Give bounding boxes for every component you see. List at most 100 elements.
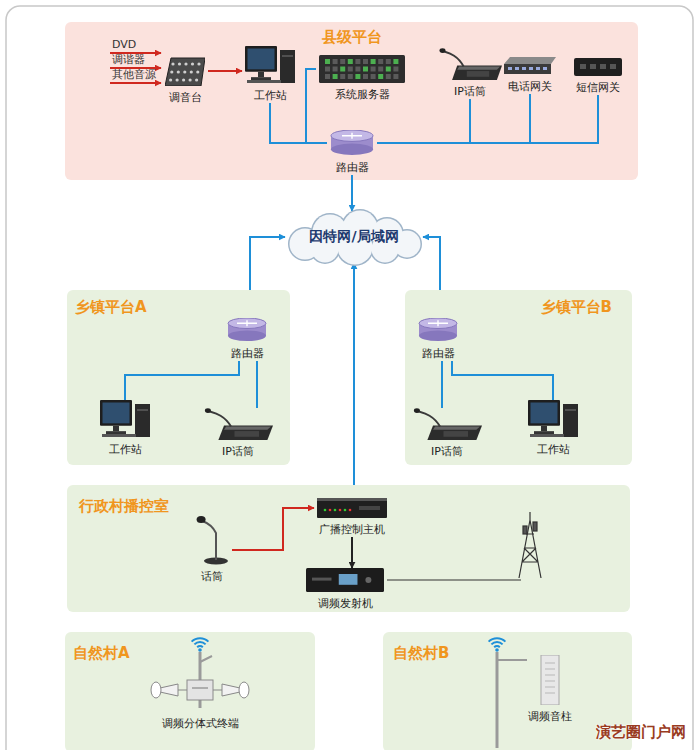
connector xyxy=(377,95,598,143)
mic-icon xyxy=(438,48,502,80)
gateway-icon xyxy=(504,55,556,75)
mic-icon xyxy=(203,408,273,440)
panel-title: 县级平台 xyxy=(65,22,638,46)
column-icon xyxy=(540,655,560,705)
device-node: 调音台 xyxy=(162,56,208,105)
connector xyxy=(351,175,353,211)
cloud-label: 因特网/局域网 xyxy=(309,228,398,246)
connector-group xyxy=(125,69,598,568)
handmic-icon xyxy=(195,515,229,565)
device-node: 调频发射机 xyxy=(303,568,387,611)
device-label: 短信网关 xyxy=(576,81,620,95)
background-layer xyxy=(6,6,693,750)
host-icon xyxy=(317,498,387,518)
network-cloud: 因特网/局域网 xyxy=(275,208,433,266)
device-label: 工作站 xyxy=(109,443,142,457)
connector xyxy=(377,99,470,143)
connector xyxy=(270,103,327,143)
panel-title: 自然村B xyxy=(383,632,632,662)
antenna-cable xyxy=(387,579,521,580)
device-label: 话筒 xyxy=(201,570,223,584)
device-label: 系统服务器 xyxy=(335,88,390,102)
device-label: 工作站 xyxy=(254,89,287,103)
connector xyxy=(125,361,239,400)
region-panel: 自然村B 调频音柱 xyxy=(383,632,632,750)
region-panel: 自然村A 调频分体式终端 xyxy=(65,632,315,750)
antenna-tower xyxy=(519,512,541,578)
terminal-icon xyxy=(145,676,255,712)
outer-frame xyxy=(6,6,693,750)
panel-title: 行政村播控室 xyxy=(67,485,630,515)
watermark: 演艺圈门户网 xyxy=(596,726,686,738)
device-label: 调频发射机 xyxy=(318,597,373,611)
device-node: 调频分体式终端 xyxy=(142,676,258,731)
panel-ground xyxy=(383,632,632,750)
device-node: 系统服务器 xyxy=(316,55,408,102)
connector xyxy=(232,508,314,550)
device-label: 路由器 xyxy=(422,347,455,361)
region-panel: 县级平台调音台 工作站 系统服务器 IP话筒 电话网关 短信网关路由器 xyxy=(65,22,638,180)
device-label: 路由器 xyxy=(336,161,369,175)
server-icon xyxy=(319,55,405,83)
region-panel: 乡镇平台B 路由器 IP话筒 工作站 xyxy=(405,290,632,465)
connector xyxy=(250,237,285,290)
source-label: 其他音源 xyxy=(112,69,156,81)
pc-icon xyxy=(528,400,578,438)
connector xyxy=(208,70,242,72)
device-label: IP话筒 xyxy=(431,445,463,459)
device-label: 广播控制主机 xyxy=(319,523,385,537)
device-label: 工作站 xyxy=(537,443,570,457)
device-node: 工作站 xyxy=(525,400,581,457)
sms-icon xyxy=(574,58,622,76)
pc-icon xyxy=(245,46,295,84)
panel-ground xyxy=(67,290,290,465)
device-label: IP话筒 xyxy=(454,85,486,99)
connector xyxy=(452,361,553,400)
device-node: 话筒 xyxy=(192,515,232,584)
pc-icon xyxy=(100,400,150,438)
device-node: IP话筒 xyxy=(435,48,505,99)
mixer-icon xyxy=(165,56,205,86)
transmitter-icon xyxy=(306,568,384,592)
mic-icon xyxy=(412,408,482,440)
connector xyxy=(377,94,530,143)
region-panel: 乡镇平台A 路由器工作站 IP话筒 xyxy=(67,290,290,465)
source-label: DVD xyxy=(112,39,136,51)
source-arrow xyxy=(110,82,161,84)
router-icon xyxy=(227,318,267,342)
device-label: 调频分体式终端 xyxy=(162,717,239,731)
router-icon xyxy=(330,130,374,156)
device-node: 路由器 xyxy=(327,130,377,175)
panel-title: 乡镇平台A xyxy=(67,290,290,316)
device-node: IP话筒 xyxy=(409,408,485,459)
panel-title: 乡镇平台B xyxy=(405,290,632,316)
device-label: 调频音柱 xyxy=(528,710,572,724)
panel-ground xyxy=(405,290,632,465)
device-node: 路由器 xyxy=(224,318,270,361)
device-node: 工作站 xyxy=(242,46,298,103)
device-node: 广播控制主机 xyxy=(314,498,390,537)
device-node: 调频音柱 xyxy=(525,655,575,724)
panel-ground xyxy=(67,485,630,612)
pole xyxy=(489,638,527,748)
device-node: IP话筒 xyxy=(200,408,276,459)
panel-title: 自然村A xyxy=(65,632,315,662)
router-icon xyxy=(418,318,458,342)
device-label: IP话筒 xyxy=(222,445,254,459)
device-node: 工作站 xyxy=(97,400,153,457)
device-label: 调音台 xyxy=(169,91,202,105)
connector xyxy=(423,237,440,290)
device-node: 电话网关 xyxy=(501,55,559,94)
connector xyxy=(441,361,443,408)
device-node: 路由器 xyxy=(415,318,461,361)
device-label: 电话网关 xyxy=(508,80,552,94)
source-label: 调谐器 xyxy=(112,54,145,66)
connector xyxy=(256,361,258,408)
connector xyxy=(351,537,353,568)
device-label: 路由器 xyxy=(231,347,264,361)
connector xyxy=(353,263,355,485)
device-node: 短信网关 xyxy=(571,58,625,95)
